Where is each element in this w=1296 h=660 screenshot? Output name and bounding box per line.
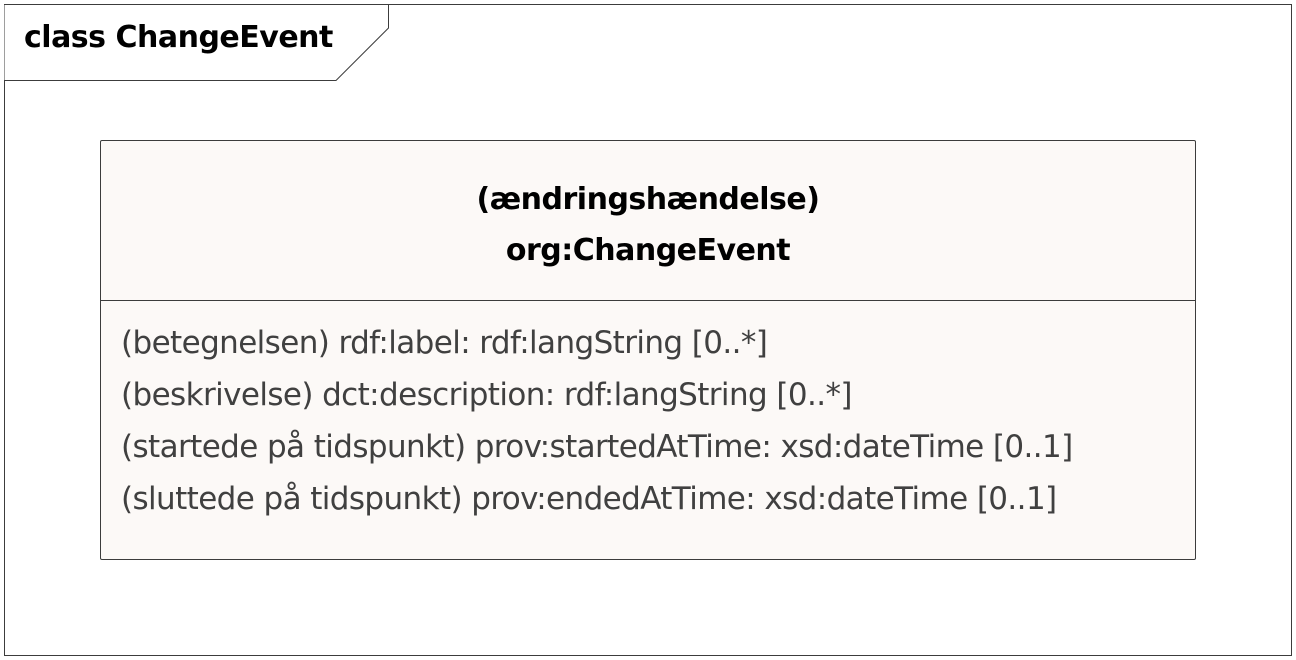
- attribute-list: (betegnelsen) rdf:label: rdf:langString …: [121, 321, 1185, 529]
- class-name: org:ChangeEvent: [505, 233, 791, 268]
- attribute-description: (beskrivelse) dct:description: rdf:langS…: [121, 377, 852, 413]
- attribute-ended-at-time: (sluttede på tidspunkt) prov:endedAtTime…: [121, 481, 1057, 517]
- frame-title-tab: [4, 4, 390, 82]
- frame-title: class ChangeEvent: [24, 20, 333, 55]
- attribute-started-at-time: (startede på tidspunkt) prov:startedAtTi…: [121, 429, 1073, 465]
- class-header: (ændringshændelse) org:ChangeEvent: [101, 141, 1195, 301]
- attribute-label: (betegnelsen) rdf:label: rdf:langString …: [121, 325, 768, 361]
- class-label-danish: (ændringshændelse): [476, 182, 820, 217]
- class-box-changeevent[interactable]: (ændringshændelse) org:ChangeEvent (bete…: [100, 140, 1196, 560]
